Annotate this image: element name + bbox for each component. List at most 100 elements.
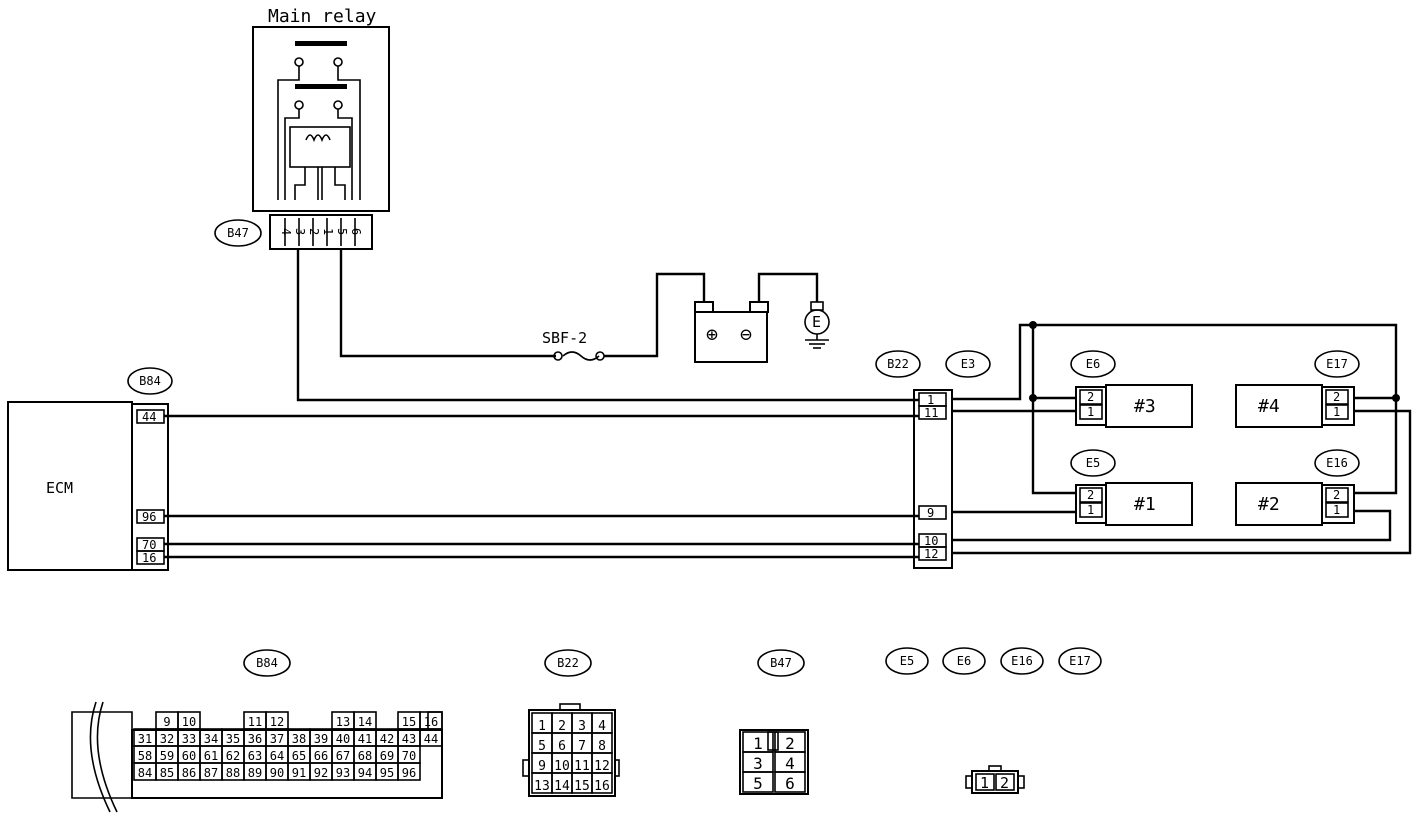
- battery-body: [694, 311, 768, 363]
- b84-pin-12: 12: [270, 715, 284, 729]
- b84-pin-94: 94: [358, 766, 372, 780]
- b84-pin-41: 41: [358, 732, 372, 746]
- injector-3-pin-1: 1: [1087, 405, 1094, 419]
- ecm-pin-96: 96: [142, 510, 156, 524]
- b84-pin-35: 35: [226, 732, 240, 746]
- b22-pin-5: 5: [538, 739, 546, 754]
- b84-pin-13: 13: [336, 715, 350, 729]
- injector-1-connector: E5: [1086, 456, 1100, 470]
- injector-4-pin-1: 1: [1333, 405, 1340, 419]
- b84-pin-69: 69: [380, 749, 394, 763]
- group-label-e5: E5: [900, 654, 914, 668]
- ecm-connector-tag: [127, 367, 173, 395]
- wire-power-bus: [952, 323, 1398, 401]
- relay-pin-6: 6: [349, 228, 363, 235]
- b84-pin-90: 90: [270, 766, 284, 780]
- relay-pin-2: 2: [307, 228, 321, 235]
- b84-pin-66: 66: [314, 749, 328, 763]
- ecm-body: [7, 401, 133, 571]
- wire-fuse-to-battery: [604, 272, 706, 358]
- b84-pin-36: 36: [248, 732, 262, 746]
- wire-relay-to-joint-1: [296, 248, 919, 402]
- b84-pin-11: 11: [248, 715, 262, 729]
- b47-pin-6: 6: [785, 774, 795, 793]
- b84-pin-70: 70: [402, 749, 416, 763]
- b84-pin-9: 9: [163, 715, 170, 729]
- injector-2-name: #2: [1258, 494, 1280, 515]
- b22-pin-11: 11: [574, 759, 590, 774]
- joint-connector-label-right: E3: [961, 357, 975, 371]
- injector-connector-view: E5 E6 E16 E17 1 2: [885, 647, 1102, 794]
- ground: E: [804, 301, 830, 349]
- b84-pin-63: 63: [248, 749, 262, 763]
- battery-plus-symbol: ⊕: [706, 322, 718, 346]
- injector-3: E6 2 1 #3: [1070, 350, 1193, 428]
- injector-2-pin-1: 1: [1333, 503, 1340, 517]
- ecm-connector-label: B84: [139, 374, 161, 388]
- battery: ⊕ ⊖: [694, 301, 769, 363]
- b84-pin-65: 65: [292, 749, 306, 763]
- b84-pin-60: 60: [182, 749, 196, 763]
- ecm: ECM B84 44 96 70 16: [7, 367, 173, 571]
- wire-battery-to-ground: [757, 272, 819, 302]
- b22-pin-12: 12: [594, 759, 610, 774]
- relay-pin-1: 1: [321, 228, 335, 235]
- main-relay: Main relay 4 3 2 1 5 6: [214, 6, 390, 250]
- b22-pin-8: 8: [598, 739, 606, 754]
- injector-4: E17 #4 2 1: [1235, 350, 1360, 428]
- b47-view-label: B47: [770, 656, 792, 670]
- b47-pin-4: 4: [785, 754, 795, 773]
- joint-pin-12: 12: [924, 547, 938, 561]
- joint-connector-label-left: B22: [887, 357, 909, 371]
- wire-joint10-to-injector-2: [952, 509, 1392, 542]
- ecm-connector: [131, 403, 169, 571]
- ground-label: E: [812, 313, 821, 331]
- group-label-e16: E16: [1011, 654, 1033, 668]
- injector-3-pin-2: 2: [1087, 390, 1094, 404]
- b22-pin-10: 10: [554, 759, 570, 774]
- b84-pin-32: 32: [160, 732, 174, 746]
- b84-pin-10: 10: [182, 715, 196, 729]
- relay-connector-label: B47: [227, 226, 249, 240]
- injector-1-pin-1: 1: [1087, 503, 1094, 517]
- b84-pin-84: 84: [138, 766, 152, 780]
- b84-pin-40: 40: [336, 732, 350, 746]
- b47-pin-3: 3: [753, 754, 763, 773]
- b84-pin-89: 89: [248, 766, 262, 780]
- fuse-label: SBF-2: [542, 329, 587, 347]
- b84-pin-95: 95: [380, 766, 394, 780]
- b22-pin-16: 16: [594, 779, 610, 794]
- b84-pin-92: 92: [314, 766, 328, 780]
- main-relay-body: [252, 26, 390, 212]
- injector-2-pin-2: 2: [1333, 488, 1340, 502]
- b84-pin-15: 15: [402, 715, 416, 729]
- b22-view-label: B22: [557, 656, 579, 670]
- b22-pin-1: 1: [538, 719, 546, 734]
- joint-pin-1: 1: [927, 393, 934, 407]
- injector-2: E16 #2 2 1: [1235, 449, 1360, 526]
- joint-connector-tag-left: [875, 350, 921, 378]
- group-pin-2: 2: [1000, 774, 1009, 792]
- b47-pin-5: 5: [753, 774, 763, 793]
- ecm-pin-44: 44: [142, 410, 156, 424]
- b84-view-label: B84: [256, 656, 278, 670]
- b84-pin-67: 67: [336, 749, 350, 763]
- b22-pin-15: 15: [574, 779, 590, 794]
- b84-pin-31: 31: [138, 732, 152, 746]
- injector-2-connector: E16: [1326, 456, 1348, 470]
- b84-pin-44: 44: [424, 732, 438, 746]
- b84-pin-37: 37: [270, 732, 284, 746]
- wire-joint12-to-injector-4: [952, 409, 1412, 555]
- group-pin-1: 1: [980, 774, 989, 792]
- b47-pin-1: 1: [753, 734, 763, 753]
- b84-pin-38: 38: [292, 732, 306, 746]
- b84-pin-39: 39: [314, 732, 328, 746]
- b84-pin-86: 86: [182, 766, 196, 780]
- injector-1: E5 2 1 #1: [1070, 449, 1193, 526]
- b84-pin-16: 16: [424, 715, 438, 729]
- joint-pin-10: 10: [924, 534, 938, 548]
- relay-connector-tag: [214, 219, 262, 247]
